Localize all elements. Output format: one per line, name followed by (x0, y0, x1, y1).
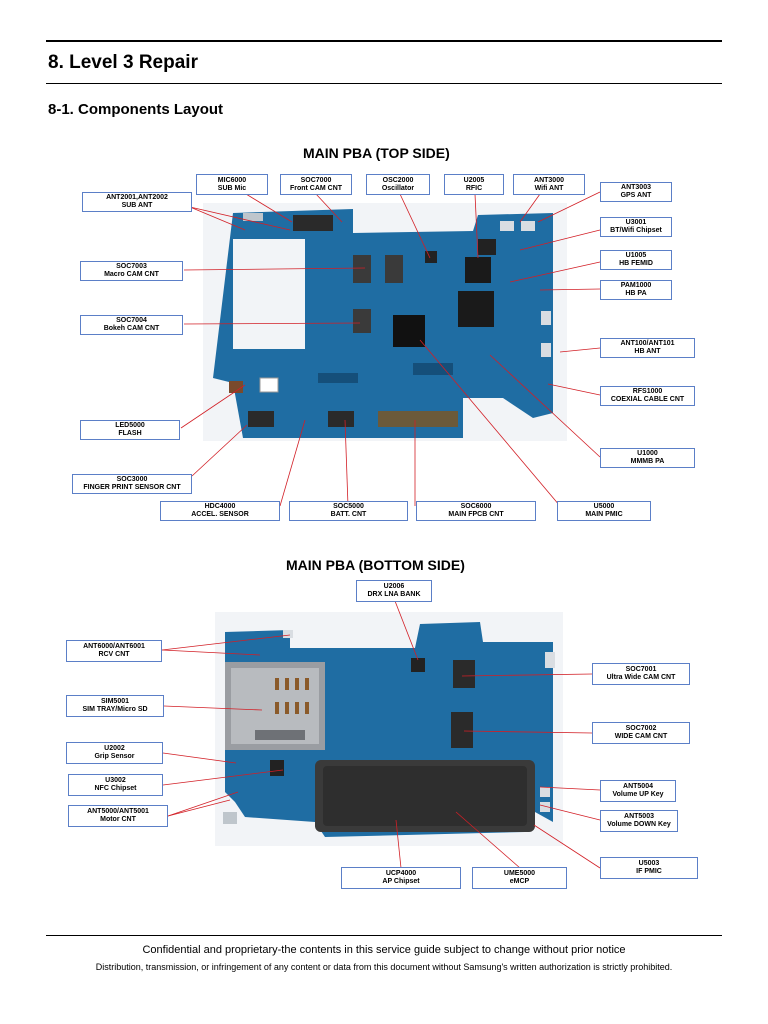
top-side-title: MAIN PBA (TOP SIDE) (303, 145, 450, 161)
bottom-side-title: MAIN PBA (BOTTOM SIDE) (286, 557, 465, 573)
footer-confidential-notice: Confidential and proprietary-the content… (142, 944, 626, 956)
footer-rule (46, 935, 722, 936)
subsection-heading: 8-1. Components Layout (48, 101, 224, 118)
heading-rule (46, 83, 722, 84)
top-rule (46, 40, 722, 42)
footer-distribution-notice: Distribution, transmission, or infringem… (95, 962, 673, 972)
top-board-photo (203, 203, 567, 441)
section-heading: 8. Level 3 Repair (48, 52, 198, 73)
bottom-board-photo (215, 612, 563, 846)
